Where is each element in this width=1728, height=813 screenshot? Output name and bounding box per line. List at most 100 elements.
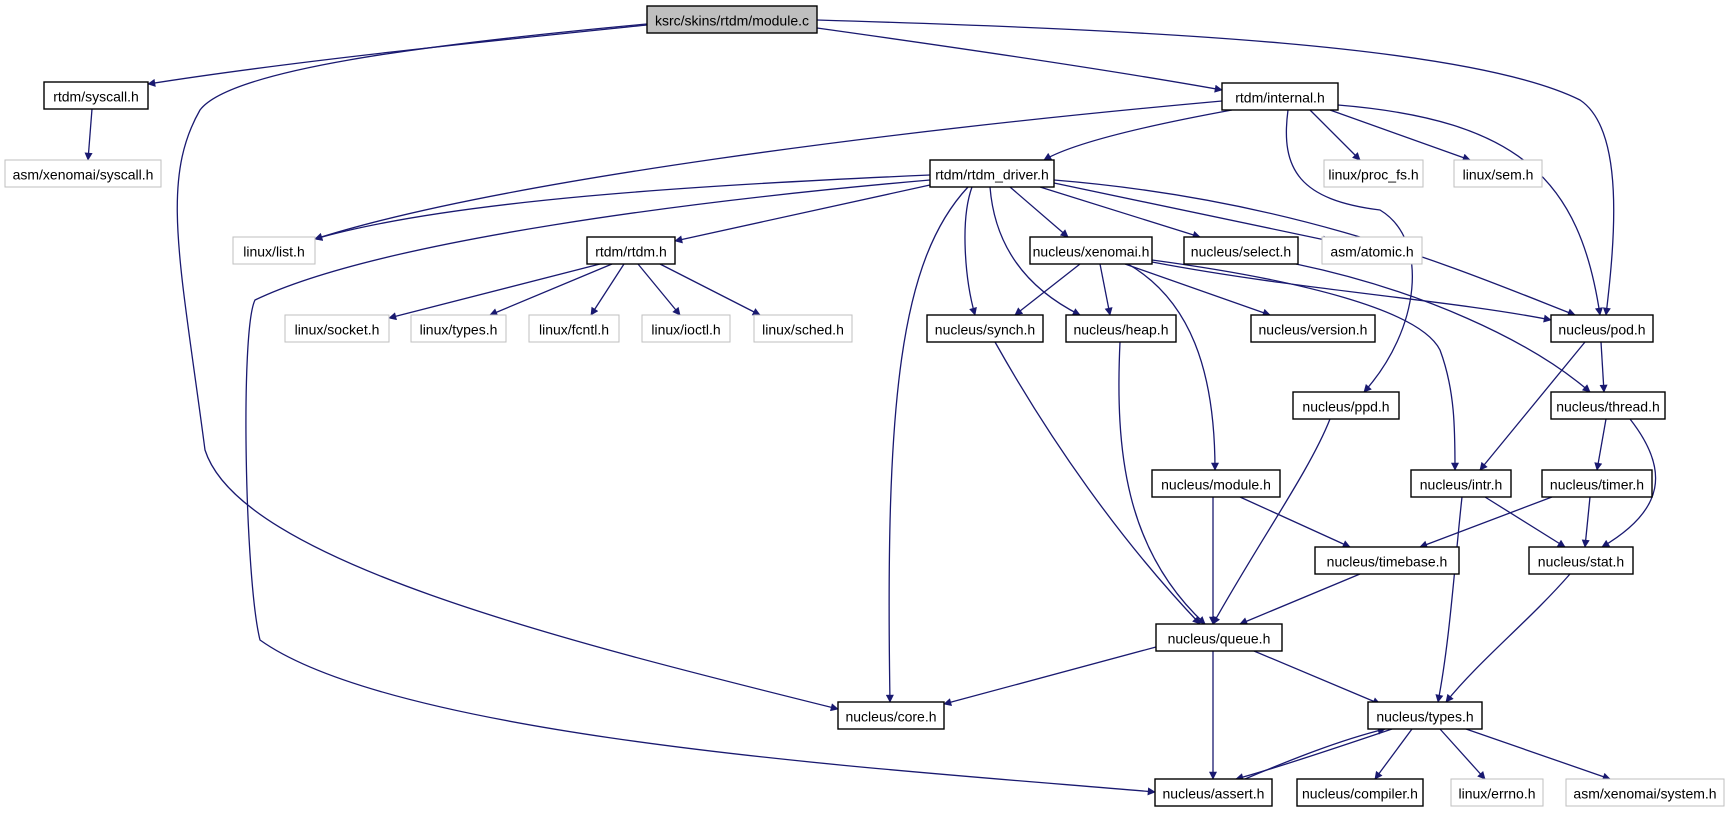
node-box bbox=[1296, 778, 1424, 807]
node-label: nucleus/version.h bbox=[1259, 322, 1368, 338]
edge-nucleus-xenomai-to-nucleus-synch bbox=[1014, 263, 1081, 316]
node-nucleus-synch[interactable]: nucleus/synch.h bbox=[926, 314, 1044, 343]
node-asm-system: asm/xenomai/system.h bbox=[1565, 778, 1725, 807]
node-asm-syscall: asm/xenomai/syscall.h bbox=[4, 159, 162, 188]
node-box bbox=[43, 81, 149, 110]
node-nucleus-timebase[interactable]: nucleus/timebase.h bbox=[1314, 546, 1460, 575]
node-label: nucleus/synch.h bbox=[935, 322, 1035, 338]
node-nucleus-queue[interactable]: nucleus/queue.h bbox=[1155, 623, 1283, 652]
node-label: linux/fcntl.h bbox=[539, 322, 609, 338]
edge-nucleus-pod-to-nucleus-intr bbox=[1479, 341, 1586, 471]
node-box bbox=[1155, 623, 1283, 652]
edge-rtdm-rtdm-to-linux-fcntl bbox=[590, 263, 625, 316]
node-nucleus-select[interactable]: nucleus/select.h bbox=[1183, 236, 1299, 265]
node-box bbox=[1183, 236, 1299, 265]
node-box bbox=[926, 314, 1044, 343]
edge-rtdm-driver-to-nucleus-core bbox=[885, 186, 969, 703]
node-nucleus-version[interactable]: nucleus/version.h bbox=[1250, 314, 1376, 343]
node-label: linux/proc_fs.h bbox=[1328, 167, 1418, 183]
node-box bbox=[1541, 469, 1653, 498]
edge-rtdm-driver-to-nucleus-heap bbox=[989, 186, 1081, 316]
edge-nucleus-thread-to-nucleus-timer bbox=[1594, 418, 1607, 471]
edge-rtdm-internal-to-rtdm-driver bbox=[1043, 109, 1233, 161]
node-box bbox=[1453, 159, 1543, 188]
node-nucleus-pod[interactable]: nucleus/pod.h bbox=[1550, 314, 1654, 343]
node-box bbox=[641, 314, 731, 343]
edge-rtdm-rtdm-to-linux-socket bbox=[388, 263, 601, 321]
edge-nucleus-heap-to-nucleus-queue bbox=[1118, 341, 1206, 625]
node-box bbox=[1450, 778, 1544, 807]
node-label: linux/sem.h bbox=[1463, 167, 1534, 183]
node-linux-errno: linux/errno.h bbox=[1450, 778, 1544, 807]
edge-module-c-to-rtdm-syscall bbox=[147, 24, 648, 87]
node-nucleus-intr[interactable]: nucleus/intr.h bbox=[1410, 469, 1512, 498]
node-nucleus-ppd[interactable]: nucleus/ppd.h bbox=[1292, 391, 1400, 420]
node-box bbox=[1154, 778, 1273, 807]
node-nucleus-thread[interactable]: nucleus/thread.h bbox=[1550, 391, 1666, 420]
edge-nucleus-pod-to-nucleus-thread bbox=[1599, 341, 1608, 393]
node-linux-socket: linux/socket.h bbox=[284, 314, 390, 343]
node-rtdm-syscall[interactable]: rtdm/syscall.h bbox=[43, 81, 149, 110]
edge-nucleus-intr-to-nucleus-stat bbox=[1484, 496, 1566, 548]
node-box bbox=[929, 159, 1055, 188]
node-linux-sem: linux/sem.h bbox=[1453, 159, 1543, 188]
edge-nucleus-assert-to-nucleus-types bbox=[1244, 726, 1386, 780]
node-nucleus-assert[interactable]: nucleus/assert.h bbox=[1154, 778, 1273, 807]
edge-rtdm-driver-to-nucleus-select bbox=[1039, 186, 1201, 239]
node-label: nucleus/intr.h bbox=[1420, 477, 1503, 493]
edge-rtdm-rtdm-to-linux-ioctl bbox=[637, 263, 681, 316]
node-box bbox=[586, 236, 676, 265]
edge-rtdm-rtdm-to-linux-types bbox=[489, 263, 613, 316]
node-nucleus-xenomai[interactable]: nucleus/xenomai.h bbox=[1029, 236, 1153, 265]
node-label: nucleus/heap.h bbox=[1074, 322, 1169, 338]
edge-rtdm-driver-to-nucleus-xenomai bbox=[1009, 186, 1069, 238]
node-box bbox=[1528, 546, 1634, 575]
node-rtdm-driver[interactable]: rtdm/rtdm_driver.h bbox=[929, 159, 1055, 188]
node-nucleus-timer[interactable]: nucleus/timer.h bbox=[1541, 469, 1653, 498]
node-label: nucleus/thread.h bbox=[1556, 399, 1660, 415]
edges-layer bbox=[84, 19, 1657, 796]
node-nucleus-heap[interactable]: nucleus/heap.h bbox=[1065, 314, 1177, 343]
edge-nucleus-queue-to-nucleus-core bbox=[943, 646, 1157, 706]
node-box bbox=[284, 314, 390, 343]
nodes-layer: ksrc/skins/rtdm/module.c rtdm/syscall.h as… bbox=[4, 5, 1725, 807]
edge-nucleus-types-to-asm-system bbox=[1465, 728, 1611, 781]
node-nucleus-core[interactable]: nucleus/core.h bbox=[837, 701, 945, 730]
edge-rtdm-driver-to-linux-list bbox=[314, 174, 931, 241]
node-box bbox=[837, 701, 945, 730]
edge-rtdm-driver-to-nucleus-assert bbox=[245, 179, 1156, 796]
node-rtdm-rtdm[interactable]: rtdm/rtdm.h bbox=[586, 236, 676, 265]
edge-rtdm-rtdm-to-linux-sched bbox=[659, 263, 761, 316]
node-nucleus-module[interactable]: nucleus/module.h bbox=[1151, 469, 1281, 498]
node-label: linux/sched.h bbox=[762, 322, 844, 338]
edge-nucleus-synch-to-nucleus-queue bbox=[994, 341, 1201, 625]
edge-nucleus-xenomai-to-nucleus-version bbox=[1124, 263, 1271, 317]
node-label: nucleus/ppd.h bbox=[1302, 399, 1389, 415]
edge-nucleus-timebase-to-nucleus-queue bbox=[1239, 573, 1361, 625]
node-linux-fcntl: linux/fcntl.h bbox=[528, 314, 620, 343]
node-box bbox=[1151, 469, 1281, 498]
node-box bbox=[1367, 701, 1483, 730]
node-label: nucleus/timebase.h bbox=[1327, 554, 1448, 570]
node-box bbox=[1550, 391, 1666, 420]
node-label: nucleus/select.h bbox=[1191, 244, 1291, 260]
edge-nucleus-xenomai-to-nucleus-intr bbox=[1151, 259, 1459, 471]
node-box bbox=[1314, 546, 1460, 575]
edge-nucleus-xenomai-to-nucleus-module bbox=[1127, 263, 1219, 471]
node-box bbox=[232, 236, 316, 265]
node-box bbox=[1550, 314, 1654, 343]
edge-nucleus-timer-to-nucleus-timebase bbox=[1419, 496, 1553, 549]
node-rtdm-internal[interactable]: rtdm/internal.h bbox=[1221, 82, 1339, 111]
node-nucleus-stat[interactable]: nucleus/stat.h bbox=[1528, 546, 1634, 575]
node-label: nucleus/pod.h bbox=[1558, 322, 1645, 338]
edge-nucleus-xenomai-to-nucleus-heap bbox=[1099, 263, 1113, 316]
node-label: nucleus/queue.h bbox=[1168, 631, 1271, 647]
node-label: rtdm/internal.h bbox=[1235, 90, 1324, 106]
node-box bbox=[646, 5, 818, 34]
node-nucleus-compiler[interactable]: nucleus/compiler.h bbox=[1296, 778, 1424, 807]
node-module-c[interactable]: ksrc/skins/rtdm/module.c bbox=[646, 5, 818, 34]
node-nucleus-types[interactable]: nucleus/types.h bbox=[1367, 701, 1483, 730]
node-box bbox=[1410, 469, 1512, 498]
node-box bbox=[1065, 314, 1177, 343]
